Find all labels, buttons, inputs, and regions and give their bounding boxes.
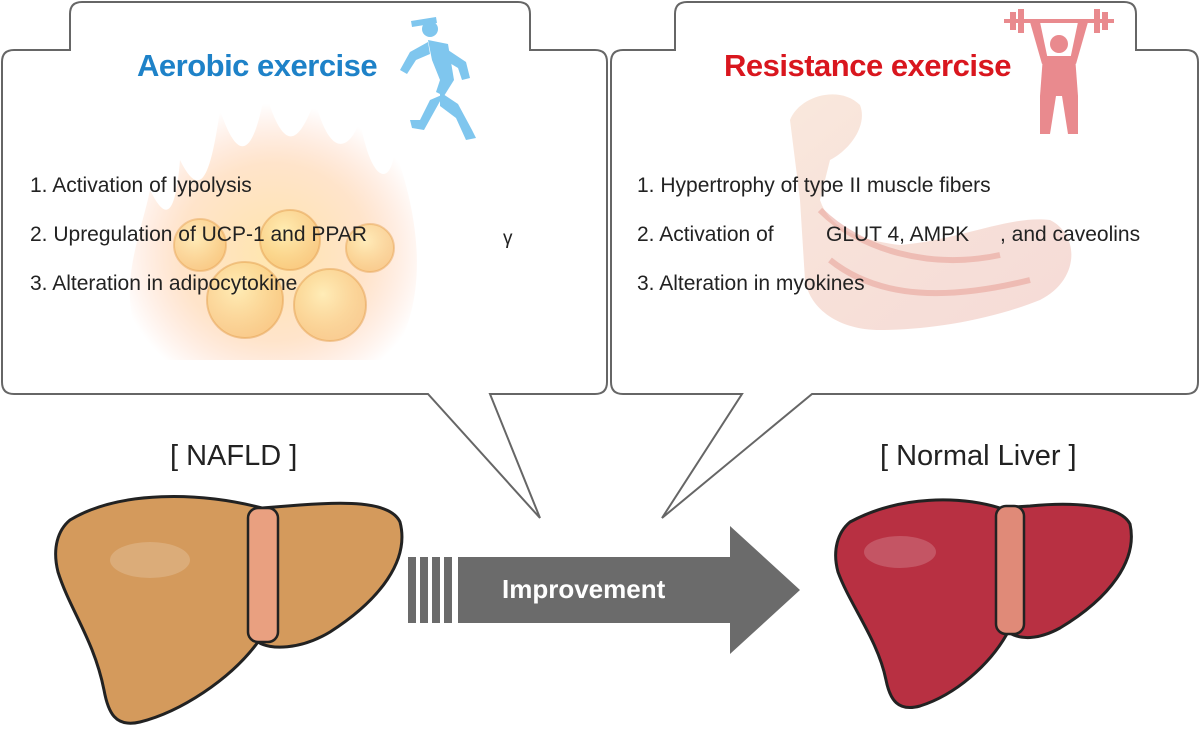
fire-fat-cells-illustration xyxy=(129,90,417,360)
aerobic-item-1: 1. Activation of lypolysis xyxy=(30,174,252,197)
normal-liver-label: [ Normal Liver ] xyxy=(880,440,1077,472)
nafld-label: [ NAFLD ] xyxy=(170,440,298,472)
aerobic-gamma: γ xyxy=(503,228,513,249)
weightlifter-icon xyxy=(1004,9,1114,134)
improvement-label: Improvement xyxy=(502,574,666,604)
resistance-item-1: 1. Hypertrophy of type II muscle fibers xyxy=(637,174,991,197)
resistance-item-2: 2. Activation of xyxy=(637,223,774,246)
aerobic-item-2: 2. Upregulation of UCP-1 and PPAR xyxy=(30,223,367,246)
nafld-liver xyxy=(54,495,404,725)
resistance-item-3: 3. Alteration in myokines xyxy=(637,272,865,295)
improvement-arrow xyxy=(408,526,800,654)
resistance-item-2-end: , and caveolins xyxy=(1000,223,1141,246)
normal-liver xyxy=(834,498,1133,709)
aerobic-title: Aerobic exercise xyxy=(137,48,378,83)
resistance-item-2-middle: GLUT 4, AMPK xyxy=(826,223,970,246)
muscle-arm-illustration xyxy=(790,94,1072,330)
resistance-title: Resistance exercise xyxy=(724,48,1011,83)
aerobic-item-3: 3. Alteration in adipocytokine xyxy=(30,272,298,295)
runner-icon xyxy=(400,17,476,140)
